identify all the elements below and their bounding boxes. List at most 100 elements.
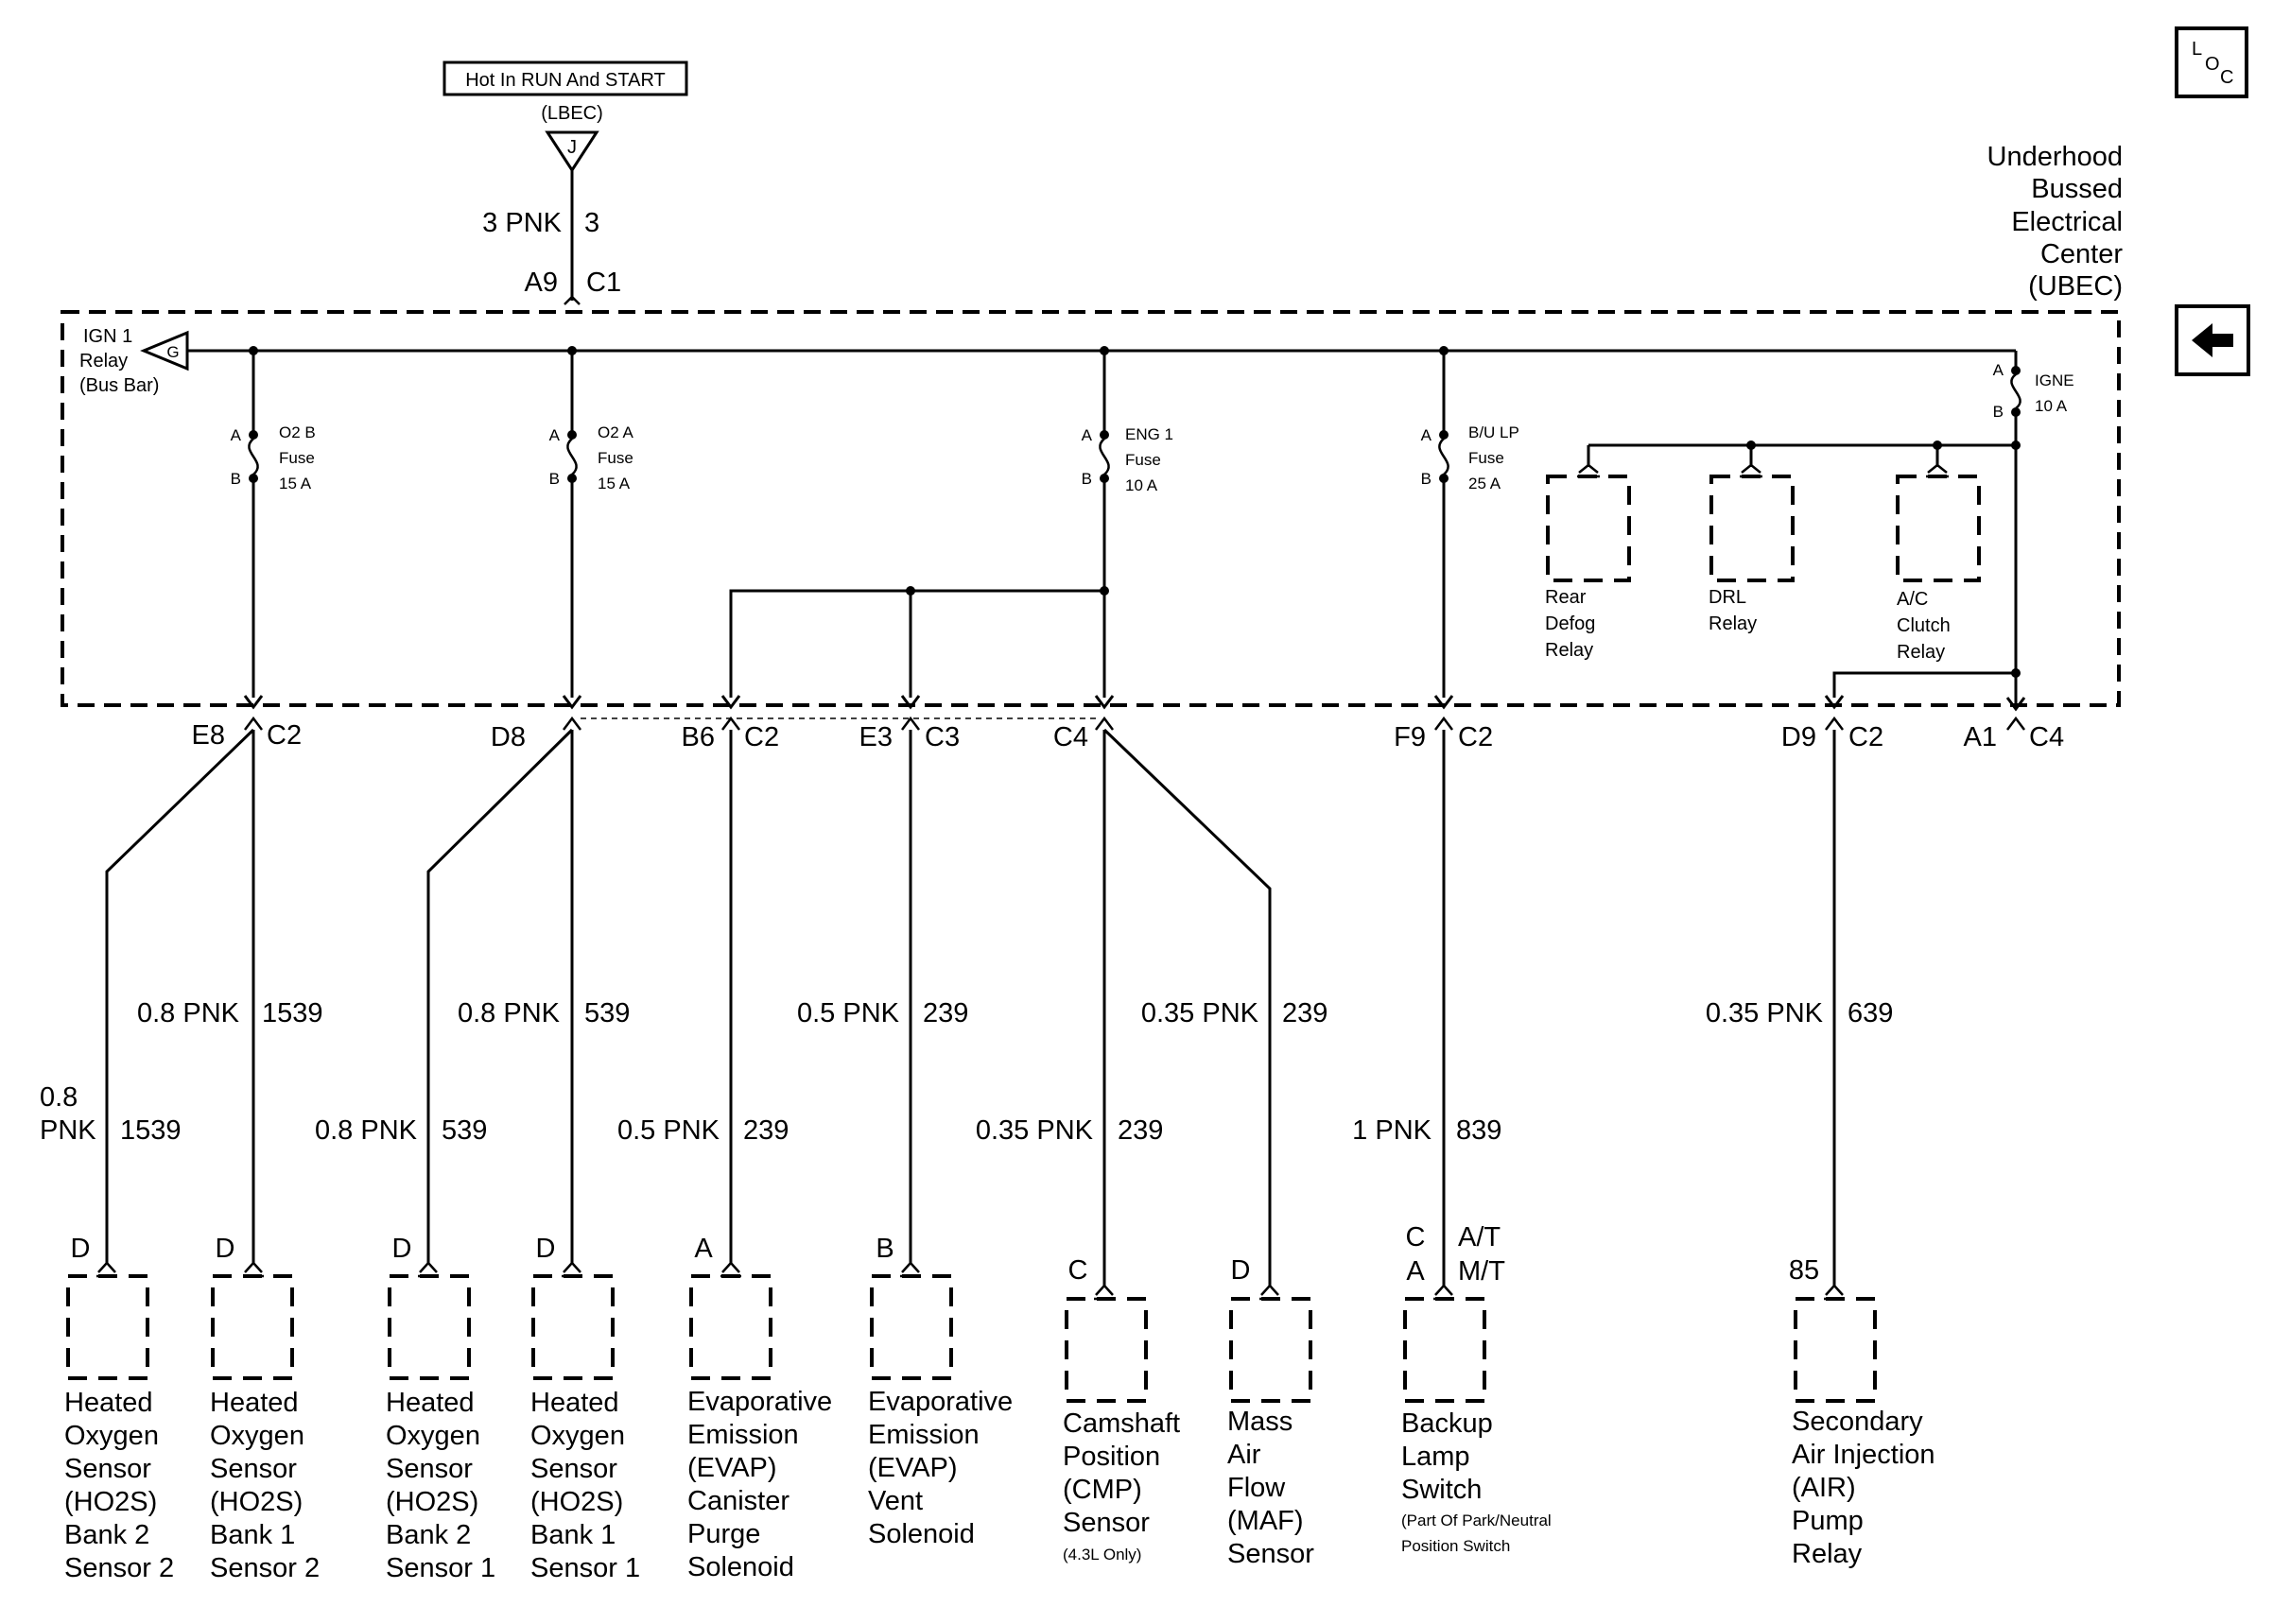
- power-label: Hot In RUN And START: [465, 70, 666, 91]
- wire-0-gauge2: PNK: [40, 1115, 96, 1146]
- loc-l: L: [2192, 39, 2202, 60]
- wire-7-circuit: 239: [1282, 998, 1327, 1028]
- relay-drl-line2: Relay: [1709, 613, 1757, 634]
- fuse-igne: A B IGNE 10 A: [1993, 361, 2074, 707]
- conn-e3-conn: C3: [925, 722, 960, 752]
- ubec-label: Underhood Bussed Electrical Center (UBEC…: [1987, 142, 2124, 302]
- fuse-o2b-b: B: [231, 470, 241, 488]
- component-label: Relay: [1792, 1539, 1863, 1569]
- component-label: Flow: [1227, 1473, 1286, 1503]
- wire-3-circuit: 539: [584, 998, 630, 1028]
- wire-6-gauge: 0.35 PNK: [976, 1115, 1094, 1146]
- component-note: Position Switch: [1401, 1537, 1510, 1555]
- wire-0-gauge: 0.8: [40, 1082, 78, 1113]
- feed-pin-label: A9: [525, 268, 558, 298]
- relay-rear-defog: Rear Defog Relay: [1545, 463, 1631, 661]
- fuse-bulp-line2: Fuse: [1468, 449, 1504, 467]
- component-ho2s-b2s1: D Heated Oxygen Sensor (HO2S) Bank 2 Sen…: [386, 1234, 495, 1583]
- component-label: Solenoid: [687, 1552, 794, 1582]
- conn-d9-conn: C2: [1848, 722, 1883, 752]
- loc-c: C: [2220, 67, 2233, 88]
- component-label: (HO2S): [386, 1487, 478, 1517]
- component-label: Canister: [687, 1486, 789, 1516]
- component-pin: D: [536, 1234, 556, 1264]
- conn-c4-conn: C4: [1053, 722, 1088, 752]
- fuse-o2a-rating: 15 A: [598, 475, 631, 492]
- component-label: Purge: [687, 1519, 760, 1549]
- component-pin: D: [392, 1234, 412, 1264]
- component-label: Heated: [386, 1388, 475, 1418]
- component-label: Sensor: [1227, 1539, 1314, 1569]
- ign-relay-terminal: G: [166, 343, 179, 361]
- wire-2-gauge: 0.8 PNK: [315, 1115, 418, 1146]
- fuse-o2b-name: O2 B: [279, 423, 316, 441]
- component-label: (EVAP): [687, 1453, 777, 1483]
- ign-relay: IGN 1 Relay (Bus Bar) G: [79, 326, 189, 396]
- component-label: Heated: [210, 1388, 299, 1418]
- wire-labels: 0.8 PNK 1539 0.8 PNK 1539 0.8 PNK 539 0.…: [40, 998, 1893, 1146]
- component-label: Oxygen: [530, 1421, 625, 1451]
- back-arrow-icon[interactable]: [2175, 304, 2250, 376]
- component-label: (EVAP): [868, 1453, 958, 1483]
- feed-wire-label: 3 PNK: [482, 208, 562, 238]
- component-label: Sensor: [386, 1454, 473, 1484]
- component-label: Sensor 2: [210, 1553, 320, 1583]
- wire-4-gauge: 0.5 PNK: [617, 1115, 720, 1146]
- component-pin: D: [216, 1234, 235, 1264]
- ubec-line3: Electrical: [2011, 207, 2123, 237]
- component-label: Secondary: [1792, 1407, 1923, 1437]
- ubec-line2: Bussed: [2031, 174, 2123, 204]
- fuse-o2a: A B O2 A Fuse 15 A: [549, 351, 633, 698]
- wire-5-circuit: 239: [923, 998, 968, 1028]
- relay-rear-defog-line2: Defog: [1545, 613, 1595, 634]
- component-label: Sensor: [64, 1454, 151, 1484]
- power-source: Hot In RUN And START (LBEC) J 3 PNK 3 A9…: [442, 60, 688, 305]
- component-label: Switch: [1401, 1475, 1482, 1505]
- fuse-o2a-line2: Fuse: [598, 449, 633, 467]
- component-label: (HO2S): [64, 1487, 157, 1517]
- component-label-mt: M/T: [1458, 1256, 1505, 1287]
- component-label: Backup: [1401, 1408, 1493, 1439]
- loc-icon[interactable]: L O C: [2175, 26, 2248, 98]
- component-pin: D: [71, 1234, 91, 1264]
- fuse-o2b-rating: 15 A: [279, 475, 312, 492]
- component-label: Oxygen: [210, 1421, 304, 1451]
- component-pin-at: C: [1406, 1222, 1426, 1253]
- feed-connector-label: C1: [586, 268, 621, 298]
- wire-1-gauge: 0.8 PNK: [137, 998, 240, 1028]
- feed-circuit-label: 3: [584, 208, 599, 238]
- fuse-bulp-rating: 25 A: [1468, 475, 1501, 492]
- connector-labels: E8 C2 D8 B6 C2 E3 C3 C4 F9 C2 D9 C2 A1 C…: [192, 720, 2065, 752]
- component-label: Mass: [1227, 1407, 1293, 1437]
- component-pin: C: [1068, 1255, 1088, 1286]
- fuse-eng1: A B ENG 1 Fuse 10 A: [1082, 351, 1173, 698]
- conn-d9-pin: D9: [1781, 722, 1816, 752]
- component-label: (HO2S): [210, 1487, 303, 1517]
- fuse-bulp-name: B/U LP: [1468, 423, 1519, 441]
- conn-b6-conn: C2: [744, 722, 779, 752]
- component-label: Sensor 2: [64, 1553, 174, 1583]
- wire-9-circuit: 639: [1848, 998, 1893, 1028]
- component-label: Sensor: [530, 1454, 617, 1484]
- component-label: Bank 1: [210, 1520, 295, 1550]
- wire-8-gauge: 1 PNK: [1352, 1115, 1431, 1146]
- wire-6-circuit: 239: [1118, 1115, 1163, 1146]
- component-label: Emission: [868, 1420, 980, 1450]
- wire-9-gauge: 0.35 PNK: [1706, 998, 1824, 1028]
- fuse-igne-rating: 10 A: [2035, 397, 2068, 415]
- fuse-bulp-a: A: [1421, 426, 1432, 444]
- ubec-line1: Underhood: [1987, 142, 2124, 172]
- component-label: Pump: [1792, 1506, 1864, 1536]
- ubec-line5: (UBEC): [2028, 271, 2123, 302]
- ign-relay-line1: IGN 1: [83, 326, 132, 347]
- component-maf-sensor: D Mass Air Flow (MAF) Sensor: [1227, 1255, 1314, 1569]
- wire-8-circuit: 839: [1456, 1115, 1501, 1146]
- component-evap-vent: B Evaporative Emission (EVAP) Vent Solen…: [868, 1234, 1013, 1549]
- wire-4-circuit: 239: [743, 1115, 789, 1146]
- component-backup-lamp-switch: C A A/T M/T Backup Lamp Switch (Part Of …: [1401, 1222, 1552, 1555]
- component-label: Bank 2: [386, 1520, 471, 1550]
- wire-7-gauge: 0.35 PNK: [1141, 998, 1259, 1028]
- fuse-bulp-b: B: [1421, 470, 1431, 488]
- component-label: Sensor: [1063, 1508, 1150, 1538]
- fuse-o2b: A B O2 B Fuse 15 A: [231, 351, 316, 698]
